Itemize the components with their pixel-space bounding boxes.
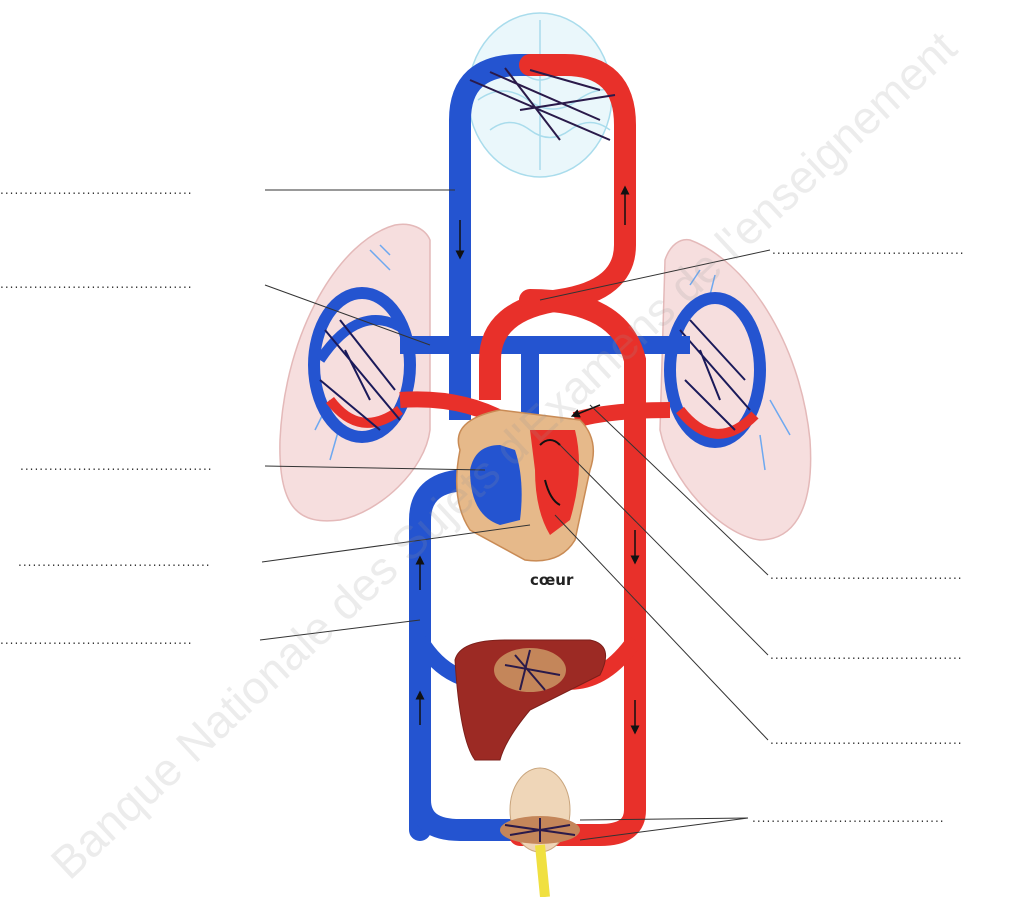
label-blank-left-2: ........................................ [0,277,193,291]
label-blank-right-3: ........................................ [770,648,1007,662]
label-blank-left-3: ........................................ [20,459,213,473]
label-blank-left-4: ........................................ [18,555,211,569]
kidney-icon [500,768,580,897]
heart-icon: cœur [457,410,594,589]
label-blank-right-1: ........................................ [772,243,1007,257]
label-blank-right-2: ........................................ [770,568,1007,582]
label-blank-right-4: ........................................ [770,733,1007,747]
brain-icon [468,13,628,177]
heart-label: cœur [530,571,574,589]
label-blank-right-5: ........................................ [752,811,1007,825]
label-blank-left-1: ........................................ [0,183,193,197]
liver-icon [455,640,606,760]
label-blank-left-5: ........................................ [0,633,193,647]
